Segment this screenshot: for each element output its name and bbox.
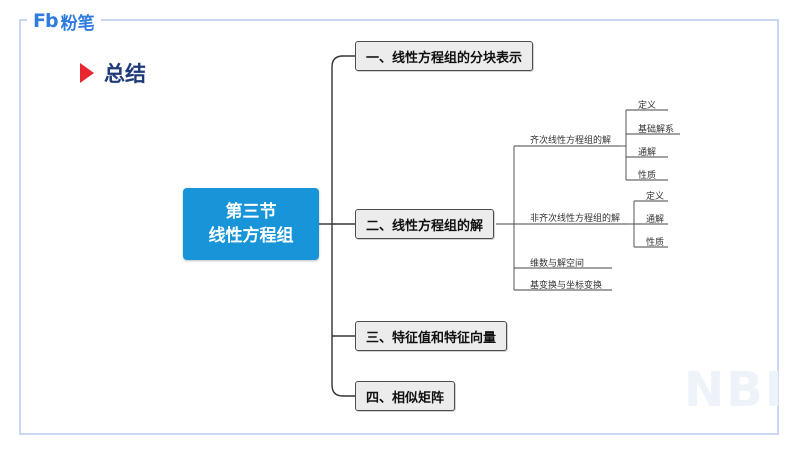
leaf-fundamental-system: 基础解系	[638, 125, 675, 135]
leaf-homogeneous-property: 性质	[638, 171, 657, 181]
section-heading: 总结	[80, 58, 146, 88]
heading-text: 总结	[104, 62, 146, 86]
watermark: NBI	[684, 362, 785, 418]
branch-similar-matrices: 四、相似矩阵	[355, 381, 456, 411]
leaf-nonhomogeneous-definition: 定义	[646, 192, 665, 202]
subtopic-homogeneous: 齐次线性方程组的解	[530, 136, 612, 146]
play-triangle-icon	[80, 63, 94, 83]
central-topic: 第三节 线性方程组	[183, 188, 319, 260]
logo-text: 粉笔	[60, 13, 95, 34]
branch-solutions: 二、线性方程组的解	[355, 209, 495, 239]
subtopic-dimension: 维数与解空间	[530, 259, 585, 269]
subtopic-basis-change: 基变换与坐标变换	[530, 281, 603, 291]
logo-mark: Fb	[33, 10, 59, 32]
brand-logo: Fb 粉笔	[27, 10, 101, 34]
leaf-nonhomogeneous-general: 通解	[646, 215, 665, 225]
leaf-homogeneous-general: 通解	[638, 148, 657, 158]
subtopic-nonhomogeneous: 非齐次线性方程组的解	[530, 214, 621, 224]
leaf-nonhomogeneous-property: 性质	[646, 238, 665, 248]
branch-eigenvalues: 三、特征值和特征向量	[355, 321, 508, 351]
central-topic-line-1: 第三节	[225, 202, 277, 222]
leaf-homogeneous-definition: 定义	[638, 101, 657, 111]
central-topic-line-2: 线性方程组	[208, 226, 294, 246]
branch-block-representation: 一、线性方程组的分块表示	[355, 41, 534, 71]
